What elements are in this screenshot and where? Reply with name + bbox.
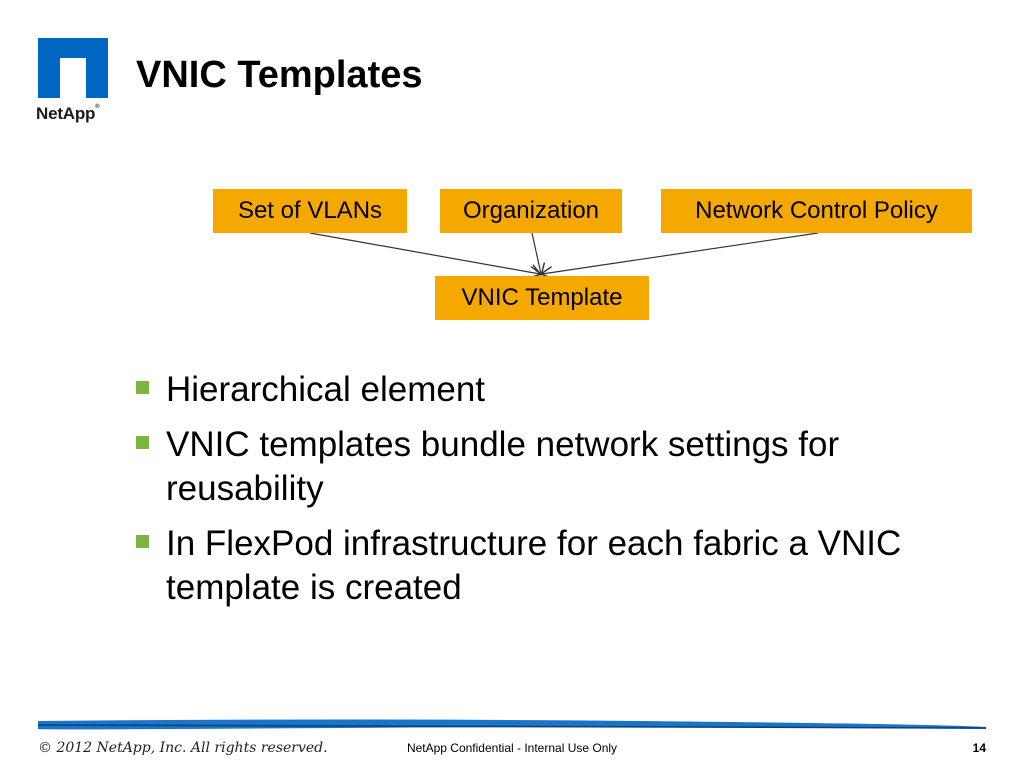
bullet-item: Hierarchical element — [132, 368, 972, 412]
arrow-policy-to-template — [542, 232, 819, 274]
box-network-control-policy: Network Control Policy — [661, 189, 972, 233]
arrow-vlans-to-template — [309, 232, 540, 274]
box-vnic-template: VNIC Template — [435, 276, 649, 320]
logo-wordmark: NetApp® — [36, 104, 100, 123]
bullet-square-icon — [136, 381, 149, 394]
bullet-item: In FlexPod infrastructure for each fabri… — [132, 522, 972, 610]
bullet-list: Hierarchical element VNIC templates bund… — [132, 368, 972, 621]
box-set-of-vlans: Set of VLANs — [213, 189, 407, 233]
box-organization: Organization — [440, 189, 622, 233]
confidential-notice: NetApp Confidential - Internal Use Only — [406, 741, 618, 755]
netapp-logo-icon — [38, 38, 108, 98]
arrow-organization-to-template — [531, 232, 541, 274]
copyright-text: © 2012 NetApp, Inc. All rights reserved. — [38, 740, 328, 756]
footer-bar — [38, 719, 986, 730]
bullet-square-icon — [136, 535, 149, 548]
page-title: VNIC Templates — [136, 54, 423, 96]
bullet-square-icon — [136, 436, 149, 449]
netapp-logo: NetApp® — [36, 38, 112, 124]
bullet-item: VNIC templates bundle network settings f… — [132, 423, 972, 511]
page-number: 14 — [972, 741, 986, 755]
